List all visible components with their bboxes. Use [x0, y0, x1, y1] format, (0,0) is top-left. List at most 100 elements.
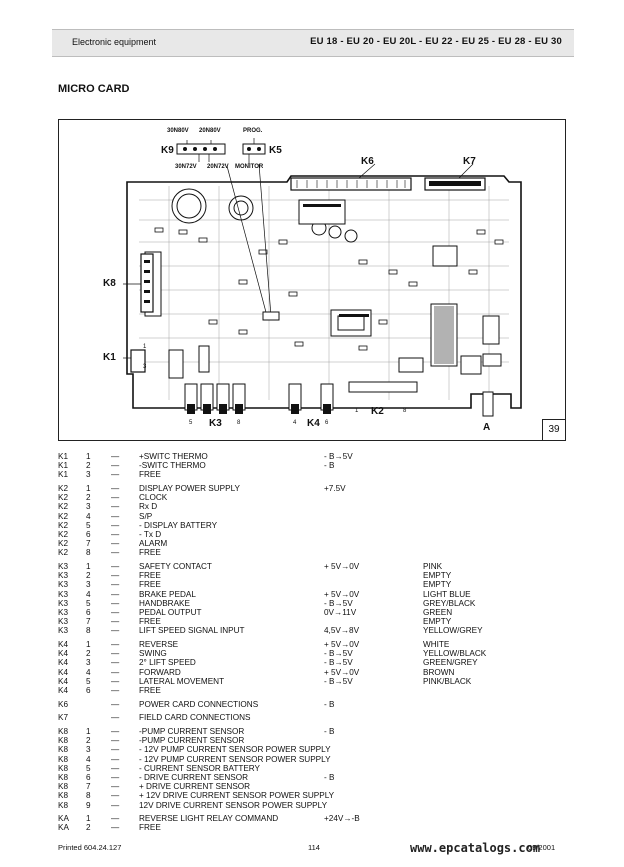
description-cell: ALARM	[139, 539, 168, 549]
dash-cell: —	[111, 727, 120, 737]
description-cell: - 12V PUMP CURRENT SENSOR POWER SUPPLY	[139, 745, 331, 755]
dash-cell: —	[111, 791, 120, 801]
dash-cell: —	[111, 511, 120, 521]
description-cell: - DRIVE CURRENT SENSOR	[139, 773, 249, 782]
description-cell: DISPLAY POWER SUPPLY	[139, 484, 241, 494]
description-cell: FREE	[139, 580, 161, 590]
description-cell: SWING	[139, 649, 167, 659]
connector-cell: K6	[58, 699, 69, 709]
k6-label: K6	[361, 156, 374, 167]
pin-cell: 3	[86, 580, 91, 590]
pinout-row: K6—POWER CARD CONNECTIONS- B	[58, 700, 564, 709]
pin-cell: 2	[86, 823, 91, 833]
pin-cell: 1	[86, 640, 91, 650]
wire-color-cell: PINK	[423, 562, 443, 572]
dash-cell: —	[111, 649, 120, 659]
dash-cell: —	[111, 713, 120, 723]
micro-card-figure: K9 K5 K6 K7 K8 K1 K3 K4 K2 A 30N80V 20N8…	[58, 119, 566, 441]
voltage-cell: +24V→-B	[324, 814, 360, 824]
dash-cell: —	[111, 589, 120, 599]
wire-color-cell: EMPTY	[423, 571, 452, 581]
pin-cell: 5	[86, 676, 91, 686]
connector-cell: K3	[58, 598, 69, 608]
connector-cell: K3	[58, 617, 69, 627]
voltage-cell: - B	[324, 773, 335, 782]
description-cell: Rx D	[139, 502, 158, 512]
pinout-row: K7—FIELD CARD CONNECTIONS	[58, 713, 564, 722]
pin-cell: 2	[86, 649, 91, 659]
pin-cell: 9	[86, 800, 91, 810]
pin-cell: 6	[86, 608, 91, 617]
model-list: EU 18 - EU 20 - EU 20L - EU 22 - EU 25 -…	[310, 36, 562, 47]
jumper-20n72v-label: 20N72V	[207, 164, 229, 170]
k7-label: K7	[463, 156, 476, 167]
k1-pin-3-label: 3	[143, 364, 147, 370]
wire-color-cell: PINK/BLACK	[423, 676, 472, 686]
connector-cell: K2	[58, 539, 69, 549]
connector-cell: K4	[58, 658, 69, 668]
dash-cell: —	[111, 800, 120, 810]
connector-cell: K3	[58, 571, 69, 581]
k4-label: K4	[307, 418, 320, 429]
wire-color-cell: GREEN	[423, 608, 453, 617]
voltage-cell: 0V→11V	[324, 608, 357, 617]
pin-cell: 6	[86, 530, 91, 539]
voltage-cell: + 5V→0V	[324, 562, 360, 572]
description-cell: FIELD CARD CONNECTIONS	[139, 713, 251, 723]
connector-cell: K2	[58, 484, 69, 494]
voltage-cell: + 5V→0V	[324, 667, 360, 677]
page-number: 114	[308, 843, 320, 852]
connector-cell: K3	[58, 562, 69, 572]
description-cell: FREE	[139, 571, 161, 581]
description-cell: +SWITC THERMO	[139, 452, 208, 461]
description-cell: FORWARD	[139, 667, 181, 677]
pin-cell: 7	[86, 617, 91, 627]
dash-cell: —	[111, 608, 120, 617]
pin-cell: 3	[86, 502, 91, 512]
description-cell: -PUMP CURRENT SENSOR	[139, 736, 245, 746]
pin-cell: 1	[86, 484, 91, 494]
pin-cell: 7	[86, 782, 91, 792]
dash-cell: —	[111, 461, 120, 471]
dash-cell: —	[111, 754, 120, 764]
description-cell: + DRIVE CURRENT SENSOR	[139, 782, 251, 792]
wire-color-cell: WHITE	[423, 640, 450, 650]
dash-cell: —	[111, 640, 120, 650]
pin-cell: 8	[86, 791, 91, 801]
dash-cell: —	[111, 617, 120, 627]
description-cell: FREE	[139, 548, 161, 558]
k5-label: K5	[269, 145, 282, 156]
dash-cell: —	[111, 814, 120, 824]
dash-cell: —	[111, 658, 120, 668]
description-cell: - 12V PUMP CURRENT SENSOR POWER SUPPLY	[139, 754, 331, 764]
voltage-cell: - B	[324, 727, 335, 737]
k1-pin-1-label: 1	[143, 344, 147, 350]
wire-color-cell: YELLOW/GREY	[423, 626, 483, 636]
description-cell: -SWITC THERMO	[139, 461, 206, 471]
connector-cell: K8	[58, 800, 69, 810]
connector-cell: K8	[58, 745, 69, 755]
connector-cell: K8	[58, 736, 69, 746]
connector-cell: K2	[58, 520, 69, 530]
pin-cell: 2	[86, 461, 91, 471]
pin-cell: 2	[86, 571, 91, 581]
description-cell: PEDAL OUTPUT	[139, 608, 202, 617]
